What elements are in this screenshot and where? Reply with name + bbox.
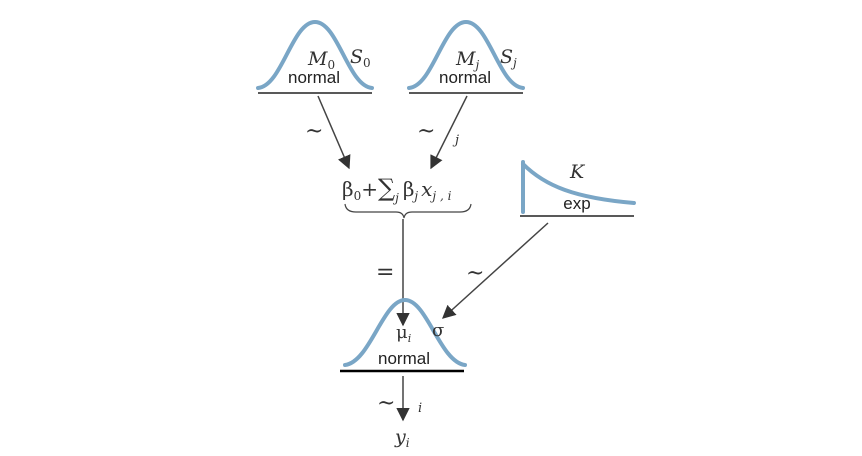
likelihood-node: μi σ normal xyxy=(340,297,467,373)
intercept-prior-family: normal xyxy=(288,68,340,87)
intercept-prior-param1: M0 xyxy=(307,48,335,72)
coefficient-tilde-label: ~ xyxy=(417,119,435,144)
likelihood-family: normal xyxy=(378,349,430,368)
normal-curve-icon xyxy=(256,19,374,90)
sigma-tilde-label: ~ xyxy=(466,261,484,286)
exponential-curve-icon xyxy=(521,160,636,214)
sigma-prior-node: K exp xyxy=(520,160,636,217)
sigma-prior-family: exp xyxy=(563,194,590,213)
normal-curve-icon xyxy=(343,297,467,367)
coefficient-index-label: j xyxy=(452,133,459,148)
coefficient-prior-arrow xyxy=(430,95,468,170)
coefficient-prior-param1: Mj xyxy=(455,48,479,72)
data-tilde-label: ~ xyxy=(377,391,395,416)
coefficient-prior-param2: Sj xyxy=(500,46,517,70)
intercept-prior-arrow xyxy=(317,95,351,170)
intercept-prior-node: M0 S0 normal xyxy=(256,19,374,94)
sigma-prior-param: K xyxy=(569,161,586,183)
coefficient-prior-family: normal xyxy=(439,68,491,87)
intercept-prior-param2: S0 xyxy=(350,46,371,70)
data-index-label: i xyxy=(418,401,422,416)
equals-label: = xyxy=(376,260,394,285)
intercept-tilde-label: ~ xyxy=(305,119,323,144)
normal-curve-icon xyxy=(407,19,525,90)
likelihood-param2: σ xyxy=(432,320,444,341)
linear-predictor-brace xyxy=(344,203,472,219)
coefficient-prior-node: Mj Sj normal xyxy=(407,19,525,94)
data-label: yi xyxy=(394,426,410,450)
likelihood-param1: μi xyxy=(396,322,411,345)
sigma-prior-arrow xyxy=(441,222,549,319)
